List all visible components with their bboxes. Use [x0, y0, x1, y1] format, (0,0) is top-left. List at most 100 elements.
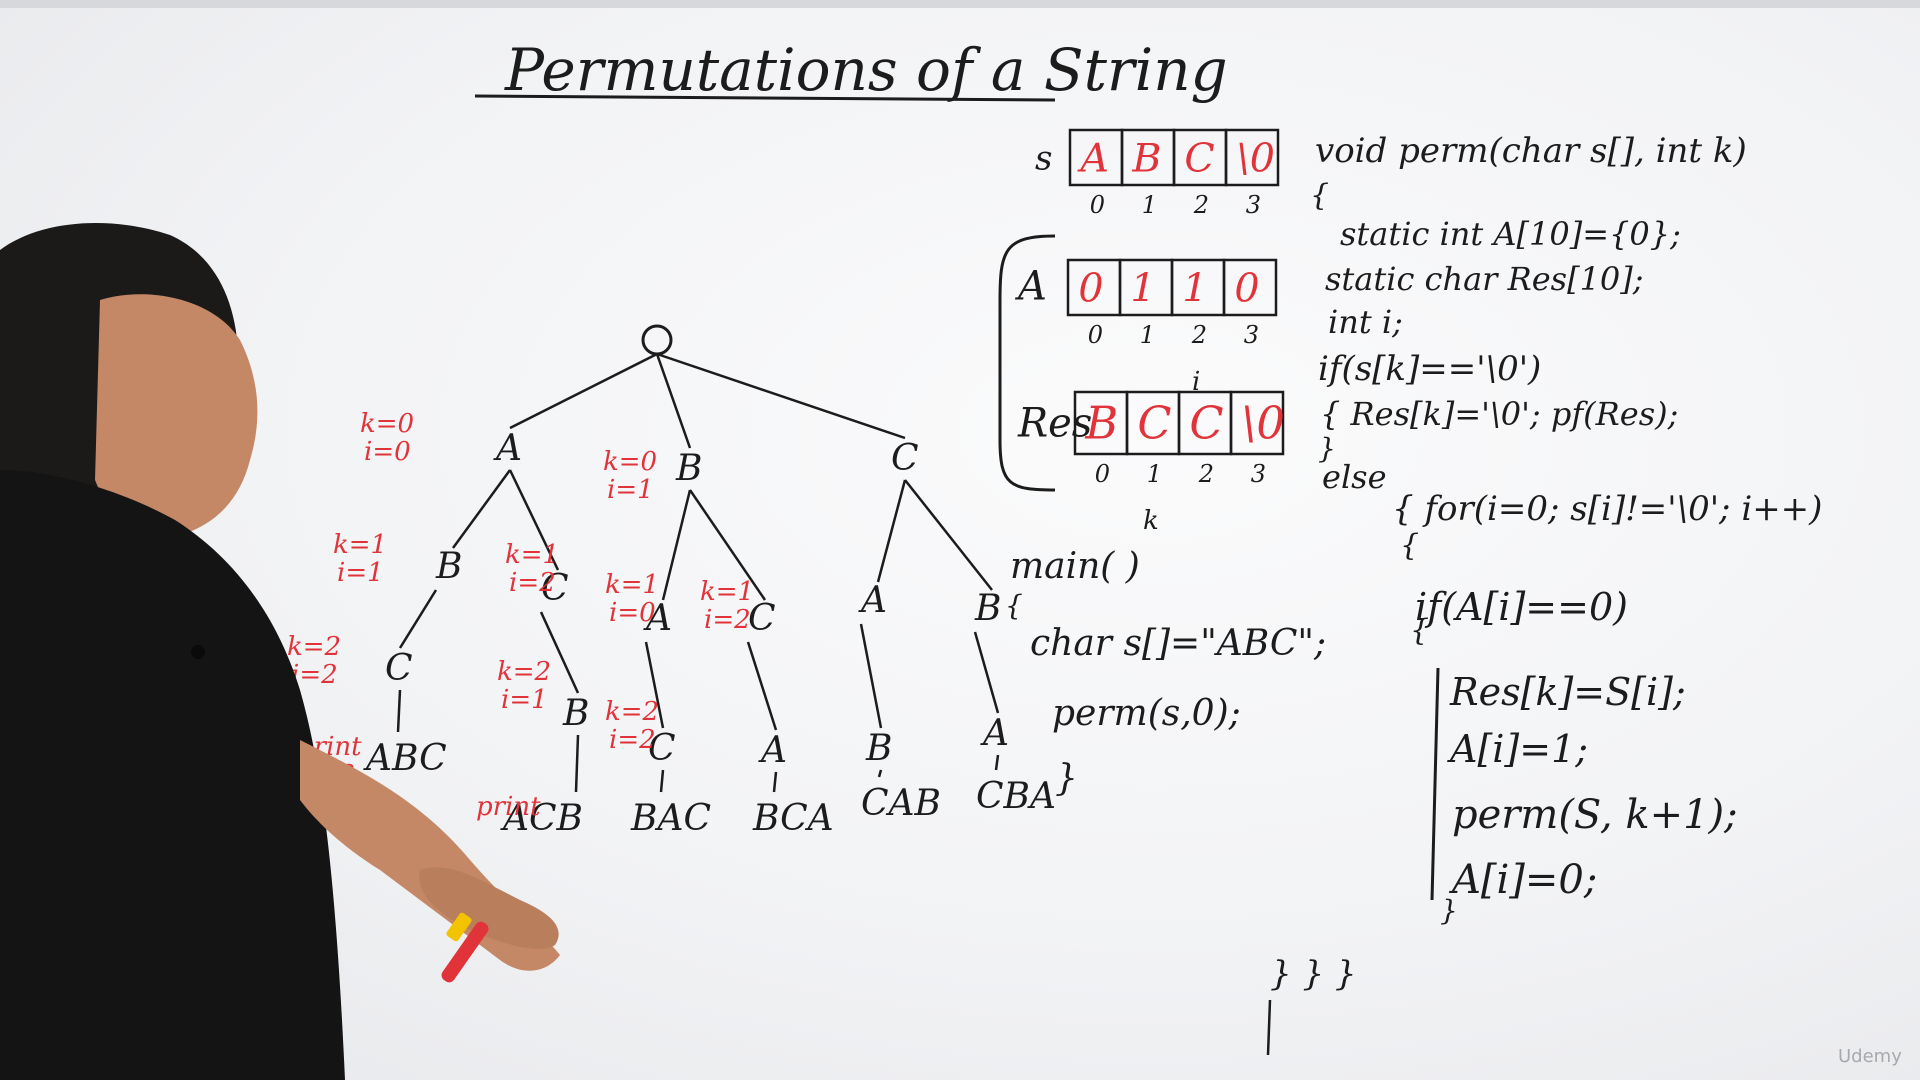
- array_s-cell-value: B: [1131, 135, 1161, 181]
- tree-node-level3: A: [980, 713, 1009, 754]
- presenter-shirt: [0, 470, 345, 1080]
- tree-annotation-i: i=1: [501, 685, 548, 715]
- array_a-cell-index: 2: [1191, 321, 1207, 349]
- tree-node-level2: B: [435, 546, 462, 587]
- array_res-cell-index: 0: [1095, 460, 1110, 488]
- tree-leaf-permutation: ABC: [363, 738, 447, 779]
- marker-cap-icon: [446, 912, 472, 942]
- tree-annotation-i: i=2: [704, 605, 751, 635]
- tree-node-level3: C: [385, 648, 413, 689]
- array_s-cell-index: 0: [1090, 191, 1105, 219]
- tree-node-level2: A: [858, 580, 887, 621]
- tree-edge: [772, 771, 778, 793]
- tree-annotation-k: k=0: [603, 447, 657, 477]
- array_a-cell-value: 1: [1182, 265, 1207, 311]
- tree-root-node: [641, 324, 673, 356]
- array_res-pointer-label: k: [1143, 506, 1159, 536]
- tree-node-level2: A: [643, 598, 672, 639]
- presenter-face: [95, 294, 258, 538]
- tree-edge: [904, 479, 993, 591]
- tree-edge: [509, 352, 658, 430]
- array_a-name-label: A: [1014, 264, 1047, 310]
- perm-code-line: else: [1322, 458, 1387, 496]
- tree-edge: [973, 631, 1000, 714]
- main-code-line: perm(s,0);: [1052, 693, 1241, 734]
- array_a-cell: [1222, 258, 1278, 317]
- tree-annotation-i: i=0: [609, 598, 656, 628]
- block-brace: [1430, 667, 1440, 901]
- perm-code-line: A[i]=0;: [1448, 857, 1597, 903]
- perm-code-line: }: [1440, 894, 1458, 927]
- tree-edge: [539, 611, 580, 694]
- array_a-cell-index: 3: [1244, 321, 1259, 349]
- array_res-cell-index: 1: [1147, 460, 1162, 488]
- closing-brace-tail: [1266, 999, 1272, 1056]
- array_res-name-label: Res: [1017, 401, 1092, 447]
- perm-code-line: {: [1400, 528, 1419, 563]
- array_s-cell-value: C: [1184, 135, 1214, 181]
- presenter-hand: [419, 867, 559, 950]
- array_a-cell-value: 0: [1234, 265, 1259, 311]
- perm-code-line: A[i]=1;: [1447, 727, 1588, 771]
- tree-annotation-i: i=1: [337, 558, 384, 588]
- tree-node-level3: B: [865, 728, 892, 769]
- tree-node-level3: B: [562, 693, 589, 734]
- tree-edge: [661, 489, 692, 601]
- marker-icon: [441, 921, 489, 983]
- array_a-cell-value: 1: [1130, 265, 1155, 311]
- perm-code-line: int i;: [1328, 303, 1403, 341]
- perm-code-line: Res[k]=S[i];: [1449, 670, 1686, 714]
- perm-code-line: } } }: [1270, 954, 1357, 994]
- tree-edge: [876, 479, 907, 583]
- array_s-cell-index: 2: [1193, 191, 1209, 219]
- tree-edge: [688, 489, 767, 601]
- array_a-cell-index: 0: [1088, 321, 1103, 349]
- tree-annotation-k: print: [476, 792, 541, 822]
- perm-code-line: }: [1318, 432, 1336, 465]
- array_s-name-label: s: [1035, 139, 1052, 179]
- main-code-line: }: [1055, 758, 1078, 799]
- perm-code-line: {: [1310, 178, 1329, 213]
- tree-node-level2: C: [748, 598, 776, 639]
- board-top-edge: [0, 0, 1920, 8]
- tree-node-level2: B: [974, 588, 1001, 629]
- array_s-cell: [1224, 128, 1280, 187]
- tree-annotation-k: k=1: [700, 577, 754, 607]
- tree-edge: [396, 689, 402, 733]
- perm-code-line: static int A[10]={0};: [1340, 215, 1681, 253]
- array_a-cell-value: 0: [1078, 265, 1103, 311]
- array_res-cell-value: C: [1189, 398, 1223, 450]
- main-code-line: main( ): [1010, 546, 1140, 587]
- tree-annotation-k: k=2: [605, 697, 659, 727]
- tree-edge: [451, 469, 512, 549]
- tree-edge: [859, 623, 883, 729]
- tree-leaf-permutation: CBA: [976, 776, 1056, 817]
- tree-annotation-k: k=1: [333, 530, 387, 560]
- microphone-icon: [191, 645, 205, 659]
- tree-node-level2: C: [541, 568, 569, 609]
- tree-edge: [655, 353, 692, 449]
- array_s-cell-index: 3: [1246, 191, 1261, 219]
- tree-edge: [644, 641, 665, 729]
- array_res-cell-value: B: [1084, 398, 1118, 450]
- tree-leaf-permutation: BCA: [752, 798, 834, 839]
- tree-annotation-i: i=2: [509, 568, 556, 598]
- tree-annotation-k: k=1: [605, 570, 659, 600]
- tree-leaf-permutation: BAC: [630, 798, 711, 839]
- perm-code-line: perm(S, k+1);: [1452, 792, 1738, 838]
- tree-edge: [877, 769, 883, 778]
- tree-annotation-k: k=2: [497, 657, 551, 687]
- watermark: Udemy: [1838, 1046, 1902, 1067]
- array_res-cell-value: C: [1137, 398, 1171, 450]
- perm-code-line: if(A[i]==0): [1415, 585, 1628, 629]
- perm-code-line: if(s[k]=='\0'): [1318, 349, 1541, 389]
- tree-annotation-i: i=0: [364, 437, 411, 467]
- array_a-pointer-label: i: [1192, 367, 1200, 397]
- tree-leaf-permutation: ACB: [500, 798, 583, 839]
- array_res-cell-index: 3: [1251, 460, 1266, 488]
